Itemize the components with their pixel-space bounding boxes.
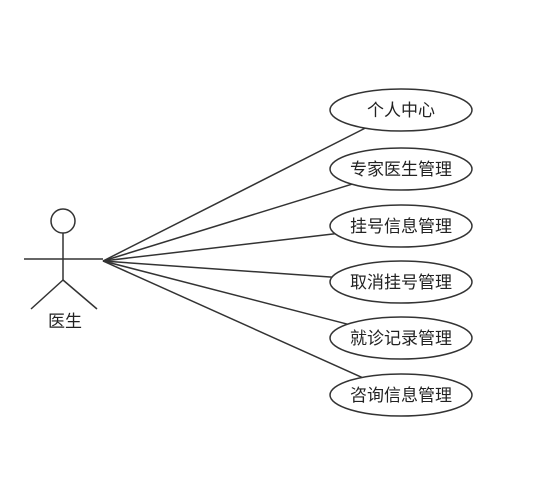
use-case-label: 取消挂号管理 (350, 273, 452, 293)
association-line-registration-info-management (102, 233, 336, 262)
use-case-label: 挂号信息管理 (350, 217, 452, 237)
association-line-personal-center (102, 127, 366, 262)
use-case-registration-info-management: 挂号信息管理 (329, 204, 473, 248)
actor-label: 医生 (48, 312, 82, 332)
use-cases: 个人中心 专家医生管理 挂号信息管理 取消挂号管理 就诊记录管理 咨询信息管理 (329, 88, 473, 417)
association-lines (102, 127, 366, 379)
association-line-expert-doctor-management (102, 183, 353, 262)
use-case-label: 个人中心 (367, 101, 435, 121)
use-case-cancel-registration-management: 取消挂号管理 (329, 260, 473, 304)
association-line-consultation-info-management (102, 260, 363, 379)
use-case-personal-center: 个人中心 (329, 88, 473, 132)
use-case-consultation-info-management: 咨询信息管理 (329, 373, 473, 417)
use-case-ellipse (329, 373, 473, 417)
use-case-label: 就诊记录管理 (350, 329, 452, 349)
association-line-cancel-registration-management (102, 260, 332, 278)
actor-right-leg (62, 279, 98, 310)
use-case-expert-doctor-management: 专家医生管理 (329, 147, 473, 191)
association-line-visit-record-management (102, 260, 348, 325)
use-case-ellipse (329, 316, 473, 360)
use-case-ellipse (329, 88, 473, 132)
use-case-label: 专家医生管理 (350, 160, 452, 180)
actor-head (50, 208, 76, 234)
use-case-label: 咨询信息管理 (350, 386, 452, 406)
actor-doctor: 医生 (24, 208, 103, 332)
use-case-ellipse (329, 204, 473, 248)
use-case-ellipse (329, 260, 473, 304)
use-case-ellipse (329, 147, 473, 191)
use-case-visit-record-management: 就诊记录管理 (329, 316, 473, 360)
actor-left-leg (30, 279, 64, 310)
